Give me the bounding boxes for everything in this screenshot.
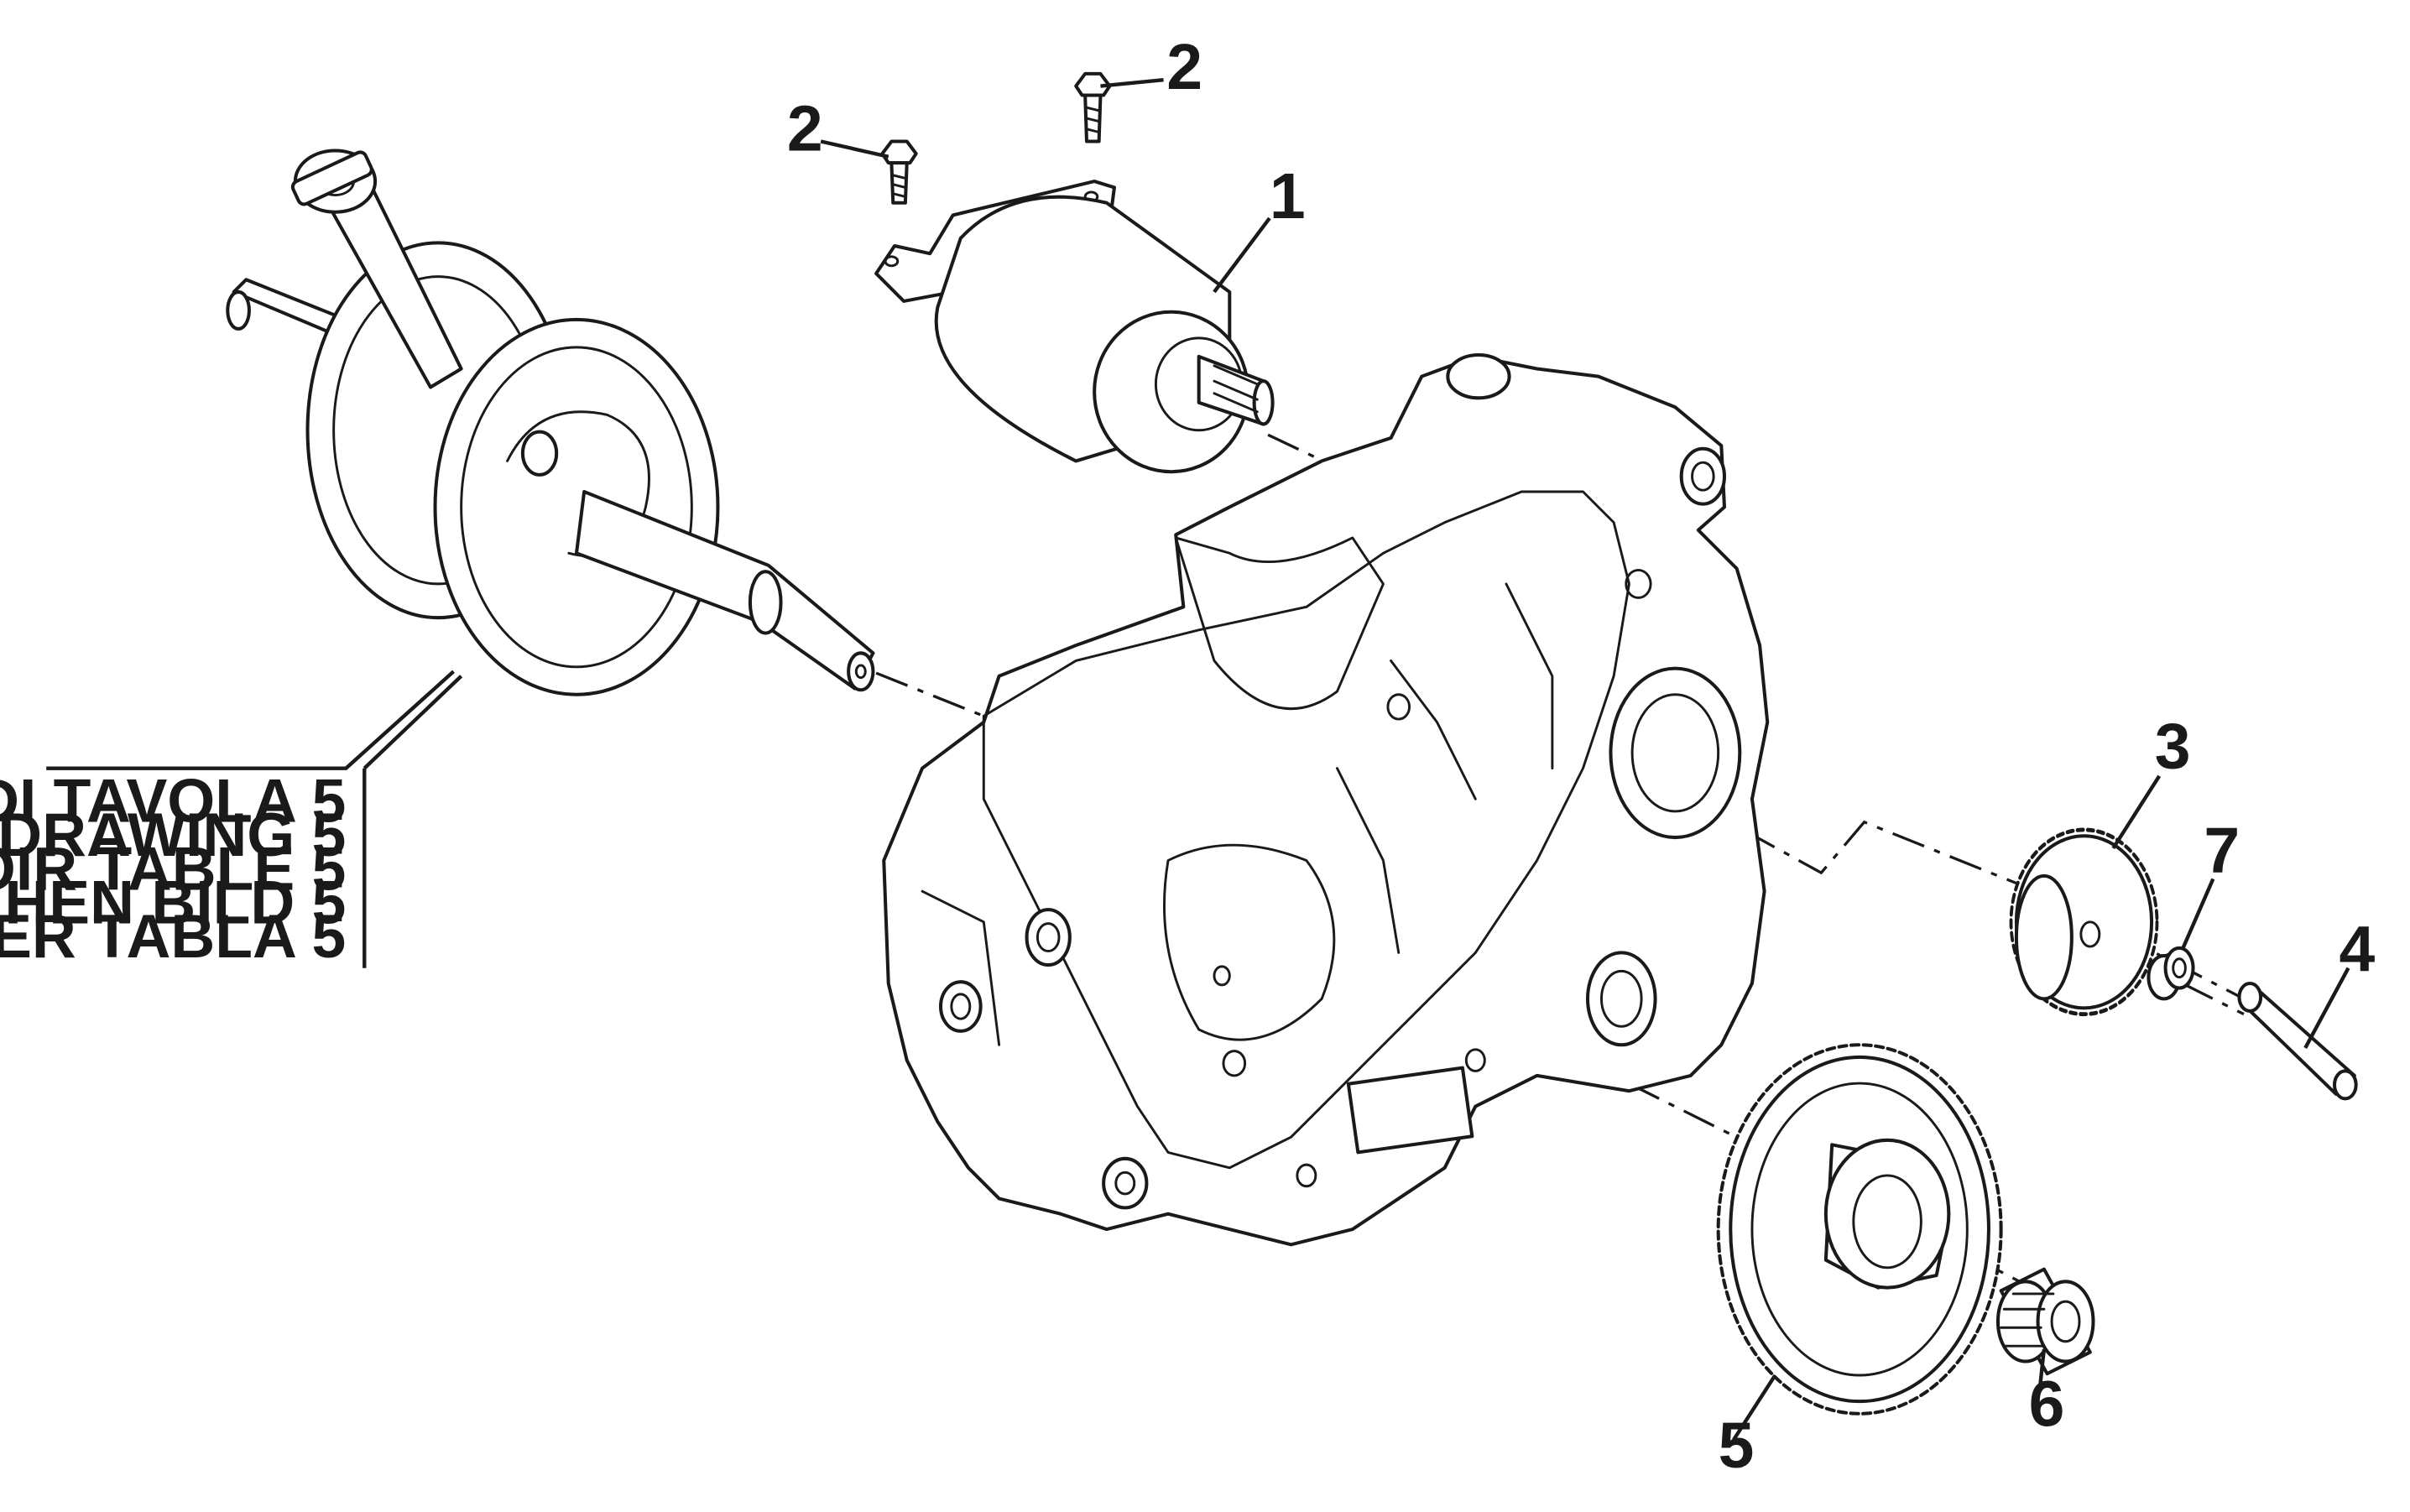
spacer-bore — [2172, 957, 2187, 979]
callout-2-right: 2 — [1166, 31, 1202, 103]
leader-4 — [2303, 967, 2350, 1049]
leader-2-left — [820, 139, 889, 159]
callout-numbers: 1 2 2 3 4 5 6 7 — [787, 31, 2376, 1482]
leader-6 — [2037, 1348, 2047, 1393]
idler-gear-bore — [2079, 920, 2101, 948]
crankcase-gasket-face — [982, 490, 1630, 1170]
crankcase-bottom-lug-hole — [1114, 1170, 1136, 1196]
spacer-face-front — [2163, 946, 2195, 990]
crankcase-right-lug — [1679, 446, 1726, 506]
callout-1: 1 — [1270, 160, 1306, 232]
leader-1 — [1213, 216, 1271, 294]
crankcase-rib-2 — [1336, 767, 1401, 954]
idler-gear-small-gear — [2014, 873, 2074, 1001]
crankcase-main-bearing-bore — [1630, 693, 1720, 813]
needle-bearing-face-front — [2036, 1280, 2095, 1363]
pin-end-rear — [2237, 982, 2263, 1014]
driven-gear-hub-face — [1823, 1138, 1951, 1290]
idler-gear — [2009, 827, 2159, 1017]
reference-note-line-de: SEHEN BILD 5 — [0, 868, 346, 937]
crankcase-sump-pad — [1346, 1066, 1474, 1155]
starter-spline-line-3 — [1213, 392, 1259, 414]
starter-flange-hole-left — [884, 255, 900, 268]
crankshaft-shaft-end — [847, 651, 875, 692]
crankcase-right-lug-hole — [1691, 461, 1715, 492]
crankcase-left-lug-hole — [1035, 922, 1061, 953]
crankcase-bolt-hole-5 — [1464, 1048, 1486, 1072]
crankcase-bolt-hole-1 — [1222, 1050, 1247, 1077]
callout-2-left: 2 — [787, 92, 823, 164]
starter-shaft-end — [1252, 379, 1275, 426]
needle-bearing — [1995, 1267, 2095, 1376]
leader-reference-note — [46, 670, 455, 770]
crankcase-rib-3 — [1505, 582, 1554, 770]
crankcase-shaft-bore — [1585, 951, 1657, 1047]
crankshaft-taper — [748, 570, 783, 635]
screw-right-thread-1 — [1085, 106, 1101, 112]
screw-right-thread-2 — [1085, 117, 1101, 123]
crankcase-upper-boss — [1446, 353, 1511, 400]
leader-7 — [2180, 878, 2215, 951]
screw-left — [880, 139, 918, 205]
crankcase-front-lug — [939, 980, 983, 1033]
screw-left-thread-3 — [891, 192, 907, 198]
starter-spline-line-2 — [1213, 379, 1259, 401]
crankcase-rib-1 — [1390, 659, 1477, 800]
crankcase-inner-web — [1163, 843, 1336, 1041]
pin — [2237, 982, 2358, 1101]
leader-reference-note-link — [363, 675, 463, 770]
screw-left-thread-1 — [891, 174, 907, 180]
screw-left-thread-2 — [891, 183, 907, 189]
crankshaft-front-flywheel — [433, 317, 720, 696]
axis-crankshaft-to-case — [875, 671, 984, 717]
callout-4: 4 — [2340, 913, 2376, 985]
pin-end-front — [2332, 1069, 2358, 1101]
crankcase-front-lug-hole — [950, 993, 972, 1020]
needle-bearing-bore — [2050, 1300, 2081, 1343]
crank-pin-hole — [520, 430, 559, 477]
crankcase-bolt-hole-6 — [1296, 1163, 1317, 1188]
crankcase-cylinder-cutout — [1174, 536, 1385, 711]
crankshaft-assembly — [226, 149, 875, 696]
front-flywheel-inner-rim — [460, 346, 693, 669]
crankcase-shaft-bore-inner — [1600, 969, 1643, 1028]
callout-5: 5 — [1719, 1410, 1755, 1482]
screw-left-thread — [889, 161, 909, 205]
leader-5 — [1732, 1374, 1777, 1442]
piston-pin — [290, 150, 373, 206]
shaft-end-center — [854, 664, 867, 680]
screw-right-thread-3 — [1085, 128, 1101, 133]
reference-note-line-en: SEE DRAWING 5 — [0, 800, 346, 869]
driven-gear — [1716, 1043, 2003, 1416]
crankcase-bolt-hole-3 — [1386, 693, 1411, 721]
crankcase-bolt-hole-2 — [1213, 965, 1231, 987]
driven-gear-hub-bore — [1852, 1174, 1922, 1270]
leader-2-right — [1100, 78, 1164, 88]
starter-motor — [874, 180, 1275, 474]
crankshaft-rear-shaft-end — [226, 289, 251, 331]
crankcase-outline — [882, 354, 1770, 1247]
callout-leaders — [46, 78, 2350, 1442]
callout-6: 6 — [2029, 1368, 2065, 1440]
callout-7: 7 — [2204, 815, 2240, 887]
leader-3 — [2111, 774, 2162, 850]
driven-gear-web — [1750, 1082, 1969, 1377]
reference-note-line-fr: VOIR TABLE 5 — [0, 834, 346, 903]
screw-left-head — [880, 139, 918, 165]
crankcase-main-bearing-seat — [1609, 666, 1742, 840]
reference-note-line-es: VER TABLA 5 — [0, 902, 346, 971]
crankcase-rib-4 — [921, 889, 1001, 1046]
starter-spline-line-1 — [1213, 364, 1259, 386]
crankcase — [882, 353, 1770, 1247]
callout-3: 3 — [2155, 711, 2191, 783]
axis-pin — [2181, 982, 2245, 1016]
crankcase-left-lug — [1025, 908, 1072, 967]
spacer — [2147, 946, 2195, 1001]
crankcase-bolt-hole-4 — [1625, 568, 1652, 599]
crankcase-bottom-lug — [1102, 1156, 1149, 1210]
reference-note: VEDI TAVOLA 5 SEE DRAWING 5 VOIR TABLE 5… — [0, 767, 346, 971]
reference-note-line-it: VEDI TAVOLA 5 — [0, 767, 346, 836]
